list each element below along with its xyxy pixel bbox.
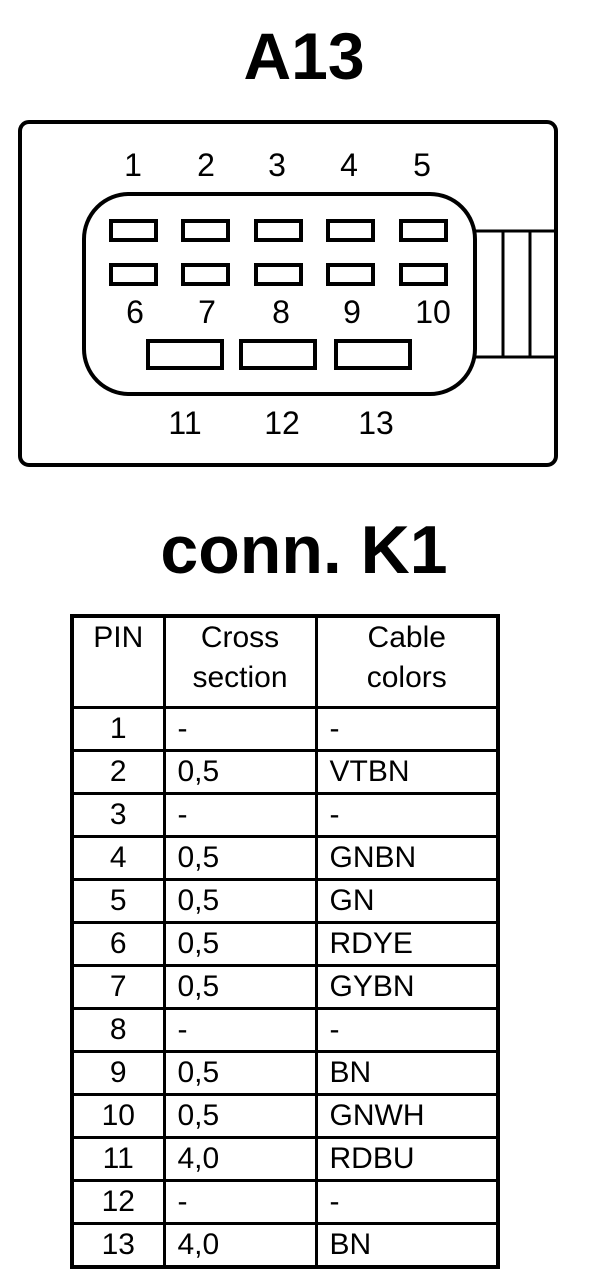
pin-slot-12 — [239, 339, 317, 370]
pin-cell: 13 — [70, 1222, 166, 1269]
pin-label: 11 — [168, 405, 201, 441]
connector-housing — [18, 120, 558, 467]
cable-color-cell: VTBN — [314, 749, 500, 795]
cross-section-cell: 0,5 — [162, 878, 318, 924]
cable-color-cell: RDBU — [314, 1136, 500, 1182]
pin-slot-1 — [109, 219, 158, 242]
cross-section-cell: 0,5 — [162, 1050, 318, 1096]
cable-color-cell: BN — [314, 1050, 500, 1096]
cross-section-cell: 4,0 — [162, 1136, 318, 1182]
table-row: 8-- — [70, 1007, 500, 1053]
cable-color-cell: GN — [314, 878, 500, 924]
table-row: 1-- — [70, 706, 500, 752]
cable-color-cell: RDYE — [314, 921, 500, 967]
cable-color-cell: - — [314, 706, 500, 752]
pin-slot-10 — [399, 263, 448, 286]
pin-cell: 8 — [70, 1007, 166, 1053]
pin-cell: 5 — [70, 878, 166, 924]
table-header-row: PIN Cross section Cable colors — [70, 614, 500, 709]
pin-cell: 12 — [70, 1179, 166, 1225]
pin-label: 9 — [343, 294, 361, 330]
cross-section-cell: 0,5 — [162, 1093, 318, 1139]
locking-tab — [475, 229, 556, 359]
header-cross-section: Cross section — [162, 614, 318, 709]
pin-slot-6 — [109, 263, 158, 286]
pin-slot-7 — [181, 263, 230, 286]
pin-cell: 11 — [70, 1136, 166, 1182]
cable-color-cell: GNWH — [314, 1093, 500, 1139]
cross-section-cell: 0,5 — [162, 921, 318, 967]
pin-label: 4 — [340, 147, 358, 183]
pin-slot-11 — [146, 339, 224, 370]
pin-cell: 2 — [70, 749, 166, 795]
pin-slot-4 — [326, 219, 375, 242]
pin-cell: 10 — [70, 1093, 166, 1139]
pin-slot-2 — [181, 219, 230, 242]
cross-section-cell: 4,0 — [162, 1222, 318, 1269]
pin-cell: 6 — [70, 921, 166, 967]
cross-section-cell: - — [162, 792, 318, 838]
pin-cell: 4 — [70, 835, 166, 881]
cable-color-cell: - — [314, 1179, 500, 1225]
pin-cell: 3 — [70, 792, 166, 838]
header-pin: PIN — [70, 614, 166, 709]
cable-color-cell: - — [314, 1007, 500, 1053]
pin-slot-9 — [326, 263, 375, 286]
pin-slot-13 — [334, 339, 412, 370]
pin-cell: 7 — [70, 964, 166, 1010]
pin-label: 7 — [198, 294, 216, 330]
cross-section-cell: - — [162, 1179, 318, 1225]
pin-slot-5 — [399, 219, 448, 242]
table-row: 3-- — [70, 792, 500, 838]
pin-label: 2 — [197, 147, 215, 183]
cable-color-cell: BN — [314, 1222, 500, 1269]
pin-cell: 9 — [70, 1050, 166, 1096]
pin-label: 5 — [413, 147, 431, 183]
cross-section-cell: - — [162, 706, 318, 752]
cable-color-cell: GYBN — [314, 964, 500, 1010]
pin-label: 10 — [415, 294, 451, 330]
pin-label: 3 — [268, 147, 286, 183]
pin-label: 13 — [358, 405, 394, 441]
pin-slot-8 — [254, 263, 303, 286]
header-cable-colors: Cable colors — [314, 614, 500, 709]
connector-title: A13 — [243, 19, 365, 93]
pin-label: 6 — [126, 294, 144, 330]
cable-color-cell: GNBN — [314, 835, 500, 881]
pin-label: 12 — [264, 405, 300, 441]
cable-color-cell: - — [314, 792, 500, 838]
table-row: 12-- — [70, 1179, 500, 1225]
pin-label: 8 — [272, 294, 290, 330]
pin-cell: 1 — [70, 706, 166, 752]
connector-name: conn. K1 — [160, 512, 448, 588]
cross-section-cell: 0,5 — [162, 964, 318, 1010]
pin-slot-3 — [254, 219, 303, 242]
cross-section-cell: 0,5 — [162, 749, 318, 795]
pin-label: 1 — [124, 147, 142, 183]
cross-section-cell: - — [162, 1007, 318, 1053]
cross-section-cell: 0,5 — [162, 835, 318, 881]
connector-face — [82, 192, 477, 396]
